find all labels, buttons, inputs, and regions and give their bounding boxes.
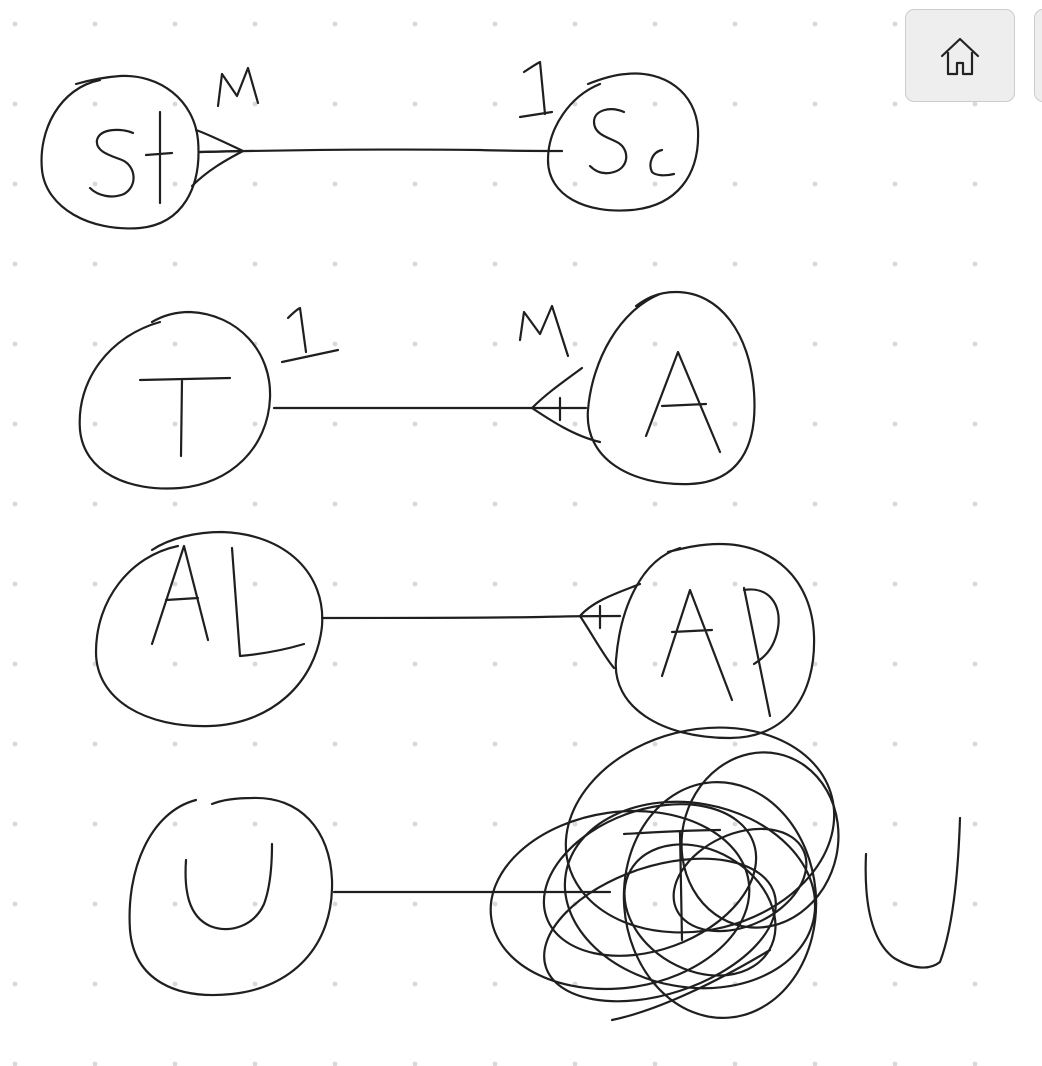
scribble-loop-5 (542, 803, 758, 957)
entity-sc-label-c (649, 148, 676, 177)
entity-a-label (644, 350, 722, 454)
entity-sc-outline (546, 72, 700, 212)
entity-u (128, 796, 334, 997)
entity-st-label-t (144, 110, 174, 205)
entity-st-label-s (88, 128, 135, 198)
scribble-loop-4 (622, 780, 818, 1020)
entity-sc (546, 72, 700, 212)
home-button[interactable] (905, 9, 1015, 102)
entity-sc-label-s (588, 108, 628, 175)
entity-al-outline (94, 530, 324, 728)
entity-a-outline (586, 290, 756, 486)
entity-u-label (184, 842, 274, 931)
entity-u-outline (128, 796, 334, 997)
home-icon (940, 37, 980, 75)
entity-t-label (138, 376, 232, 458)
crows-foot-ap (578, 582, 642, 670)
cardinality-m-a (518, 304, 570, 358)
scribble-loop-2 (489, 809, 751, 991)
entity-al-label-a (150, 544, 210, 646)
toolbar-next-button[interactable] (1034, 9, 1042, 102)
cardinality-m-st (216, 66, 260, 108)
crows-foot-st (190, 128, 245, 188)
entity-ap-label-p (742, 586, 780, 718)
entity-t-label-scribbled (622, 828, 722, 942)
scribble-loop-7 (680, 751, 840, 929)
scribble-loop-3 (563, 800, 817, 990)
relationship-t-a (78, 290, 756, 490)
entity-al (94, 530, 324, 728)
entity-ap-label-a (660, 588, 734, 702)
cardinality-1-t (280, 306, 340, 364)
entity-st (40, 74, 200, 230)
scribbled-entity-t (489, 726, 840, 1022)
connector-al-ap (320, 614, 622, 620)
connector-st-sc (198, 148, 564, 154)
entity-st-outline (40, 74, 200, 230)
cardinality-1-sc (518, 60, 554, 119)
relationship-al-ap (94, 530, 816, 740)
entity-al-label-l (230, 546, 306, 658)
entity-t-outline (78, 310, 272, 490)
scribble-loop-9 (672, 827, 808, 933)
entity-ap (614, 542, 816, 740)
stray-letter-u (864, 816, 962, 969)
scribble-loop-8 (543, 857, 777, 1003)
relationship-u-t (128, 726, 962, 1022)
entity-t (78, 310, 272, 490)
entity-ap-outline (614, 542, 816, 740)
relationship-st-sc (40, 60, 700, 230)
scribble-tail (610, 948, 772, 1022)
entity-a (586, 290, 756, 486)
